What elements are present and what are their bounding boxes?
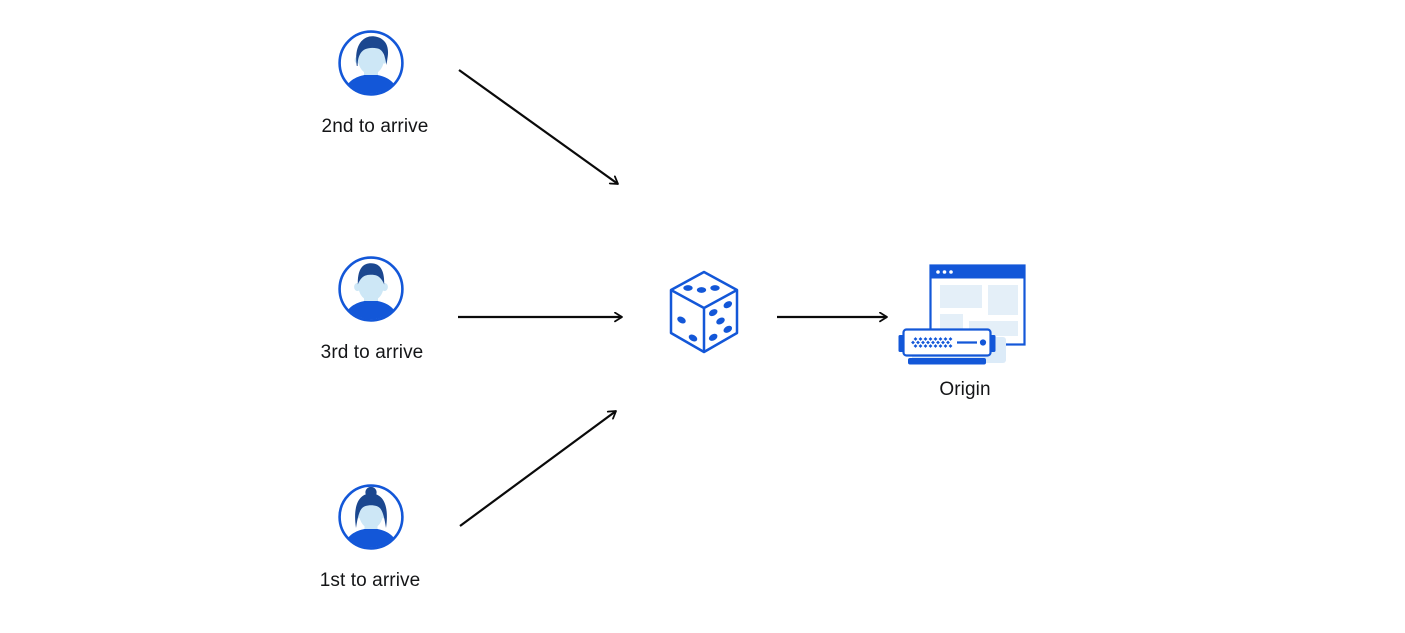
origin-node [895, 262, 1030, 368]
dice-icon [669, 270, 739, 354]
dice-node [668, 269, 740, 355]
man-side-part-avatar-icon [338, 30, 404, 96]
origin-label: Origin [939, 379, 991, 400]
woman-bun-avatar-icon [338, 484, 404, 550]
user-node-3rd [337, 255, 405, 323]
arrow-user2-to-dice [458, 69, 619, 185]
man-short-hair-avatar-icon [338, 256, 404, 322]
server-box-icon [898, 328, 996, 365]
origin-server-icon [898, 264, 1026, 365]
user-label-1st: 1st to arrive [319, 570, 421, 591]
server-vent-dots [911, 337, 953, 348]
user-node-1st [337, 483, 405, 551]
arrow-user1-to-dice [459, 410, 617, 527]
user-label-2nd: 2nd to arrive [321, 116, 429, 137]
user-node-2nd [337, 29, 405, 97]
user-label-3rd: 3rd to arrive [320, 342, 424, 363]
